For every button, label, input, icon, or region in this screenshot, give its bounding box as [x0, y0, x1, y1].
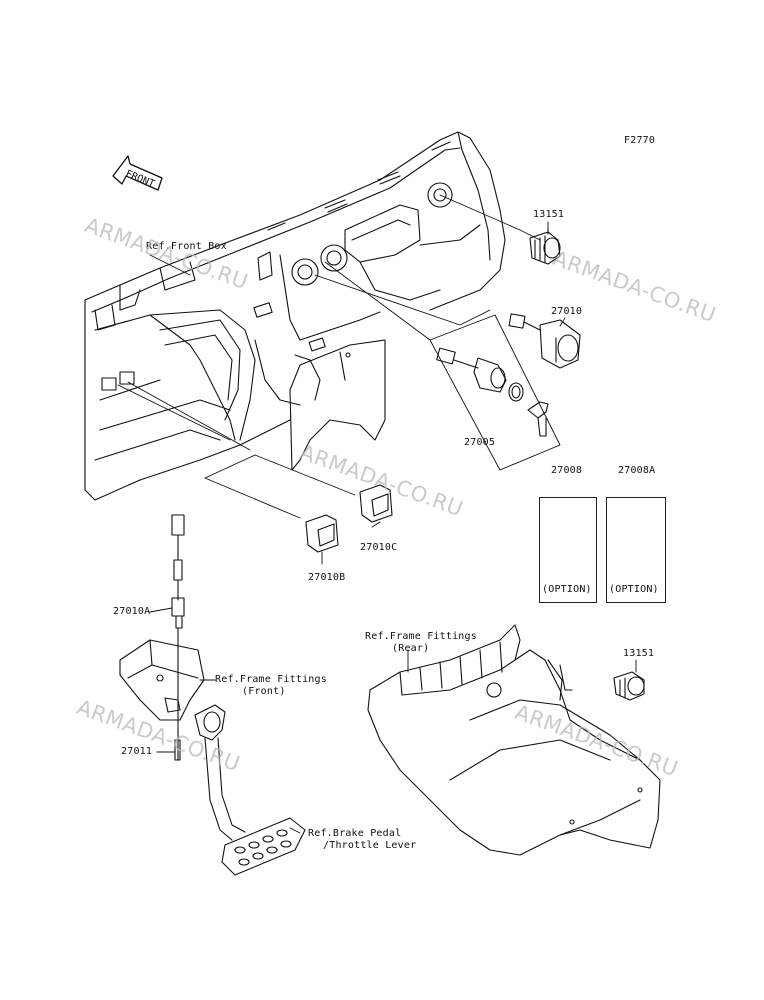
part-13151-bottom: 13151	[623, 648, 655, 659]
part-27005: 27005	[464, 437, 496, 448]
option-label-27008: (OPTION)	[542, 584, 592, 595]
part-27010A: 27010A	[113, 606, 151, 617]
front-arrow-icon: FRONT	[112, 155, 163, 191]
sensor-27010A	[171, 514, 185, 761]
ref-frame-rear-line2: (Rear)	[392, 643, 430, 654]
part-13151-top: 13151	[533, 209, 565, 220]
socket-13151-bottom	[613, 671, 645, 701]
dashboard-panel	[84, 131, 506, 501]
switch-27010B	[305, 514, 339, 553]
frame-bracket-front	[119, 639, 216, 761]
option-label-27008A: (OPTION)	[609, 584, 659, 595]
option-box-27008	[539, 497, 597, 603]
part-27011: 27011	[121, 746, 153, 757]
part-27010C: 27010C	[360, 542, 398, 553]
part-27010B: 27010B	[308, 572, 346, 583]
part-27008A: 27008A	[618, 465, 656, 476]
ignition-27005	[436, 347, 549, 437]
switch-27010C	[359, 484, 393, 523]
ref-frame-rear-line1: Ref.Frame Fittings	[365, 631, 477, 642]
switch-27010	[508, 313, 581, 369]
rear-frame-body	[367, 624, 661, 856]
ref-brake-line2: /Throttle Lever	[323, 840, 417, 851]
part-27010: 27010	[551, 306, 583, 317]
brake-pedal	[194, 704, 306, 876]
ref-frame-front-line1: Ref.Frame Fittings	[215, 674, 327, 685]
ref-front-box: Ref.Front Box	[146, 241, 227, 252]
ref-brake-line1: Ref.Brake Pedal	[308, 828, 402, 839]
figure-code: F2770	[624, 135, 656, 146]
ref-frame-front-line2: (Front)	[242, 686, 286, 697]
part-27008: 27008	[551, 465, 583, 476]
option-box-27008A	[606, 497, 666, 603]
